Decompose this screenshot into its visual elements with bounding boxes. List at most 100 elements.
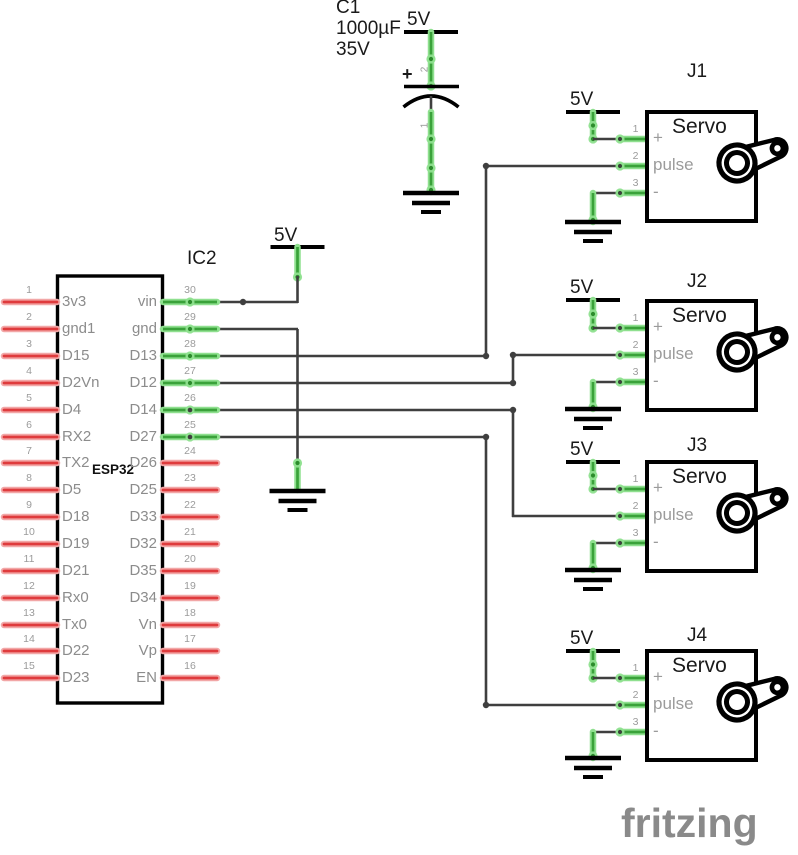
power-5v-label-servo: 5V: [570, 277, 594, 298]
ic-left-pin-number: 9: [26, 499, 32, 511]
capacitor-value: 1000µF: [336, 18, 401, 39]
ic-left-pin-number: 2: [26, 311, 32, 323]
ground-symbol-servo[interactable]: [565, 406, 621, 430]
ic-left-pin-number: 5: [26, 392, 32, 404]
servo-pin-number: 1: [632, 123, 639, 135]
capacitor-pin2-number: 2: [419, 66, 431, 73]
servo-pin-number: 3: [632, 527, 639, 539]
ic-left-pin-label: Tx0: [62, 616, 88, 633]
servo-pin-number: 1: [632, 473, 639, 485]
servo-pin-number: 3: [632, 366, 639, 378]
servo-horn-hub-hole: [724, 689, 750, 715]
ic-left-pin-number: 4: [26, 365, 32, 377]
servo-pin-label: +: [653, 478, 663, 497]
servo-title: Servo: [672, 465, 727, 488]
ic-left-pin-number: 10: [23, 526, 35, 538]
ic-right-pin-number: 21: [184, 526, 196, 538]
servo-pin-number: 2: [632, 500, 639, 512]
capacitor-pin1-number: 1: [419, 122, 431, 129]
junction-dot: [509, 406, 517, 414]
ic-right-pin-number: 28: [184, 338, 196, 350]
junction-dot: [482, 162, 490, 170]
servo-horn-tip-hole: [769, 140, 786, 157]
ic-right-pin-number: 30: [184, 284, 196, 296]
ic-left-pin-label: D18: [62, 508, 90, 525]
servo-horn-icon[interactable]: [714, 478, 792, 536]
servo-pin-number: 2: [632, 150, 639, 162]
servo-J3[interactable]: [565, 458, 792, 591]
junction-dot: [618, 191, 622, 195]
servo-horn-hub-hole: [724, 339, 750, 365]
junction-dot: [482, 701, 490, 709]
ic-left-pin-label: RX2: [62, 428, 92, 445]
servo-J4[interactable]: [565, 647, 792, 779]
ground-symbol-servo[interactable]: [565, 567, 621, 591]
junction-dot: [618, 380, 622, 384]
ic-left-pin-number: 15: [23, 660, 35, 672]
ic-left-pin-number: 8: [26, 472, 32, 484]
servo-J1[interactable]: [565, 108, 792, 243]
ic-left-pin-label: TX2: [62, 454, 90, 471]
servo-J2[interactable]: [565, 296, 792, 430]
ic-left-pin-label: gnd1: [62, 320, 96, 337]
ic-right-pin-label: D27: [129, 428, 157, 445]
ground-symbol-servo[interactable]: [565, 755, 621, 779]
ic-left-pin-label: D4: [62, 401, 82, 418]
power-5v-label-servo: 5V: [570, 628, 594, 649]
servo-pin-number: 1: [632, 662, 639, 674]
capacitor-designator: C1: [336, 0, 361, 18]
green-junction-dot: [187, 326, 193, 332]
ic-right-pin-number: 27: [184, 365, 196, 377]
ic-right-pin-label: D32: [129, 535, 157, 552]
junction-dot: [618, 137, 622, 141]
servo-horn-icon[interactable]: [714, 667, 792, 725]
ic-part-name: ESP32: [92, 462, 135, 477]
ic-right-pin-label: D25: [129, 481, 157, 498]
servo-horn-tip-hole: [769, 329, 786, 346]
ground-symbol-servo[interactable]: [565, 219, 621, 243]
servo-horn-tip-hole: [769, 679, 786, 696]
ic-right-pin-label: D13: [129, 347, 157, 364]
ic-right-pin-number: 17: [184, 633, 196, 645]
green-junction-dot: [187, 299, 193, 305]
servo-box[interactable]: [645, 110, 758, 223]
green-junction-dot: [590, 473, 596, 478]
servo-pin-number: 2: [632, 689, 639, 701]
ic-left-pin-label: 3v3: [62, 293, 87, 310]
ic-designator: IC2: [187, 248, 217, 269]
servo-designator: J4: [687, 625, 708, 646]
green-junction-dot: [187, 380, 193, 386]
ic-box[interactable]: [55, 274, 165, 705]
ic-right-pin-number: 19: [184, 580, 196, 592]
junction-dot: [618, 487, 622, 491]
ic-left-pin-label: D21: [62, 562, 90, 579]
ic-left-pin-label: D5: [62, 481, 82, 498]
servo-pin-number: 2: [632, 339, 639, 351]
ic-left-pin-label: D2Vn: [62, 374, 100, 391]
junction-dot: [618, 164, 622, 168]
ic-right-pin-label: vin: [137, 293, 157, 310]
ic-left-pin-number: 14: [23, 633, 35, 645]
servo-horn-icon[interactable]: [714, 128, 792, 186]
ic-right-pin-label: EN: [136, 669, 157, 686]
ground-symbol-c1[interactable]: [403, 190, 459, 214]
servo-horn-icon[interactable]: [714, 317, 792, 375]
green-junction-dot: [187, 353, 193, 359]
junction-dot: [509, 379, 517, 387]
ic-left-pin-number: 12: [23, 580, 35, 592]
servo-horn-hub-hole: [724, 500, 750, 526]
green-junction-dot: [590, 662, 596, 667]
ic-right-pin-label: Vp: [138, 642, 157, 659]
ic-right-pin-label: D35: [129, 562, 157, 579]
servo-designator: J3: [687, 435, 708, 456]
junction-dot: [618, 541, 622, 545]
ic-left-pin-number: 3: [26, 338, 32, 350]
green-junction-dot: [428, 136, 434, 142]
servo-designator: J1: [687, 61, 708, 82]
servo-horn-hub-hole: [724, 150, 750, 176]
ground-symbol-ic2[interactable]: [269, 488, 326, 512]
junction-dot: [509, 351, 517, 359]
servo-pin-label: pulse: [653, 155, 694, 174]
